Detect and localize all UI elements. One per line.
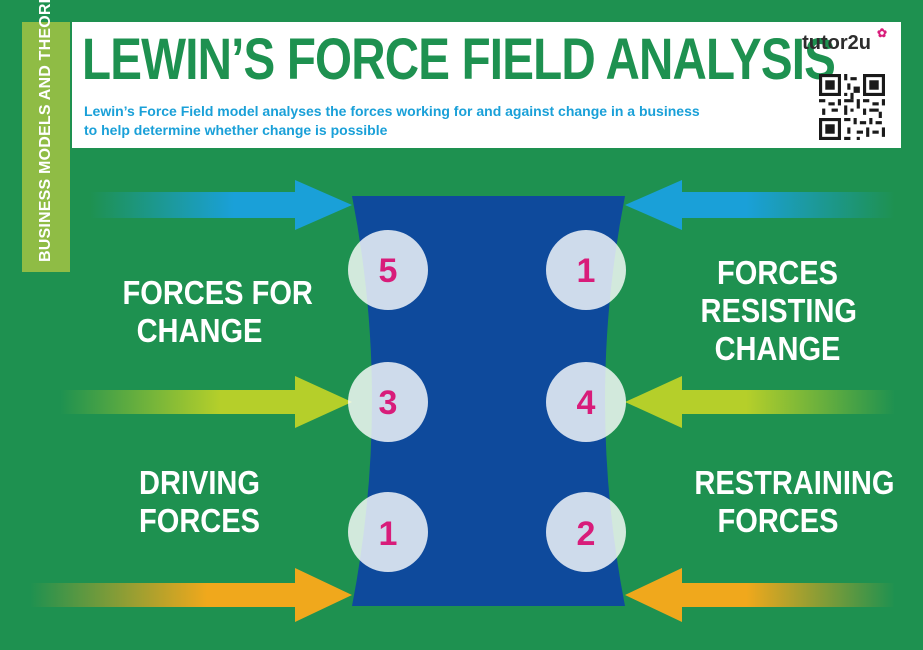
label-line: FORCES xyxy=(717,501,839,539)
label-line: CHANGE xyxy=(714,329,841,367)
subtitle-line-1: Lewin’s Force Field model analyses the f… xyxy=(84,103,700,119)
arrow-middle-right xyxy=(625,376,895,428)
score-left-1: 5 xyxy=(379,252,398,290)
score-circle-left-1 xyxy=(348,230,428,310)
subtitle-line-2: to help determine whether change is poss… xyxy=(84,121,388,138)
qr-code-icon xyxy=(819,74,885,140)
score-left-2: 3 xyxy=(379,384,398,422)
arrow-top-right xyxy=(625,180,895,230)
arrow-bottom-left xyxy=(30,568,352,622)
label-line: CHANGE xyxy=(136,311,263,349)
score-right-3: 2 xyxy=(577,515,596,553)
label-line: FORCES xyxy=(138,501,260,539)
arrow-top-left xyxy=(90,180,352,230)
logo-flower-icon: ✿ xyxy=(876,26,887,40)
label-forces-for-change: FORCES FOR CHANGE xyxy=(123,274,313,350)
page-subtitle: Lewin’s Force Field model analyses the f… xyxy=(84,102,734,140)
category-tab: BUSINESS MODELS AND THEORIES xyxy=(22,0,70,272)
label-line: RESISTING xyxy=(700,291,858,329)
label-line: RESTRAINING xyxy=(694,464,895,501)
score-left-3: 1 xyxy=(379,515,398,553)
label-line: FORCES xyxy=(716,254,838,291)
brand-name: tutor2u xyxy=(802,32,871,54)
page-title: LEWIN’S FORCE FIELD ANALYSIS xyxy=(82,27,836,92)
label-restraining-forces: RESTRAINING FORCES xyxy=(694,464,894,540)
brand-logo: tutor2u ✿ xyxy=(802,26,887,55)
arrow-bottom-right xyxy=(625,568,895,622)
header-panel: LEWIN’S FORCE FIELD ANALYSIS Lewin’s For… xyxy=(72,22,901,148)
label-forces-resisting-change: FORCES RESISTING CHANGE xyxy=(700,254,858,368)
score-right-1: 1 xyxy=(577,252,596,290)
label-driving-forces: DRIVING FORCES xyxy=(123,464,277,540)
label-line: FORCES FOR xyxy=(122,274,313,311)
score-circle-right-1 xyxy=(546,230,626,310)
arrow-middle-left xyxy=(60,376,352,428)
label-line: DRIVING xyxy=(138,464,260,501)
change-block xyxy=(352,196,625,606)
score-circle-right-3 xyxy=(546,492,626,572)
score-circle-right-2 xyxy=(546,362,626,442)
score-circle-left-3 xyxy=(348,492,428,572)
score-circle-left-2 xyxy=(348,362,428,442)
score-right-2: 4 xyxy=(577,384,596,422)
